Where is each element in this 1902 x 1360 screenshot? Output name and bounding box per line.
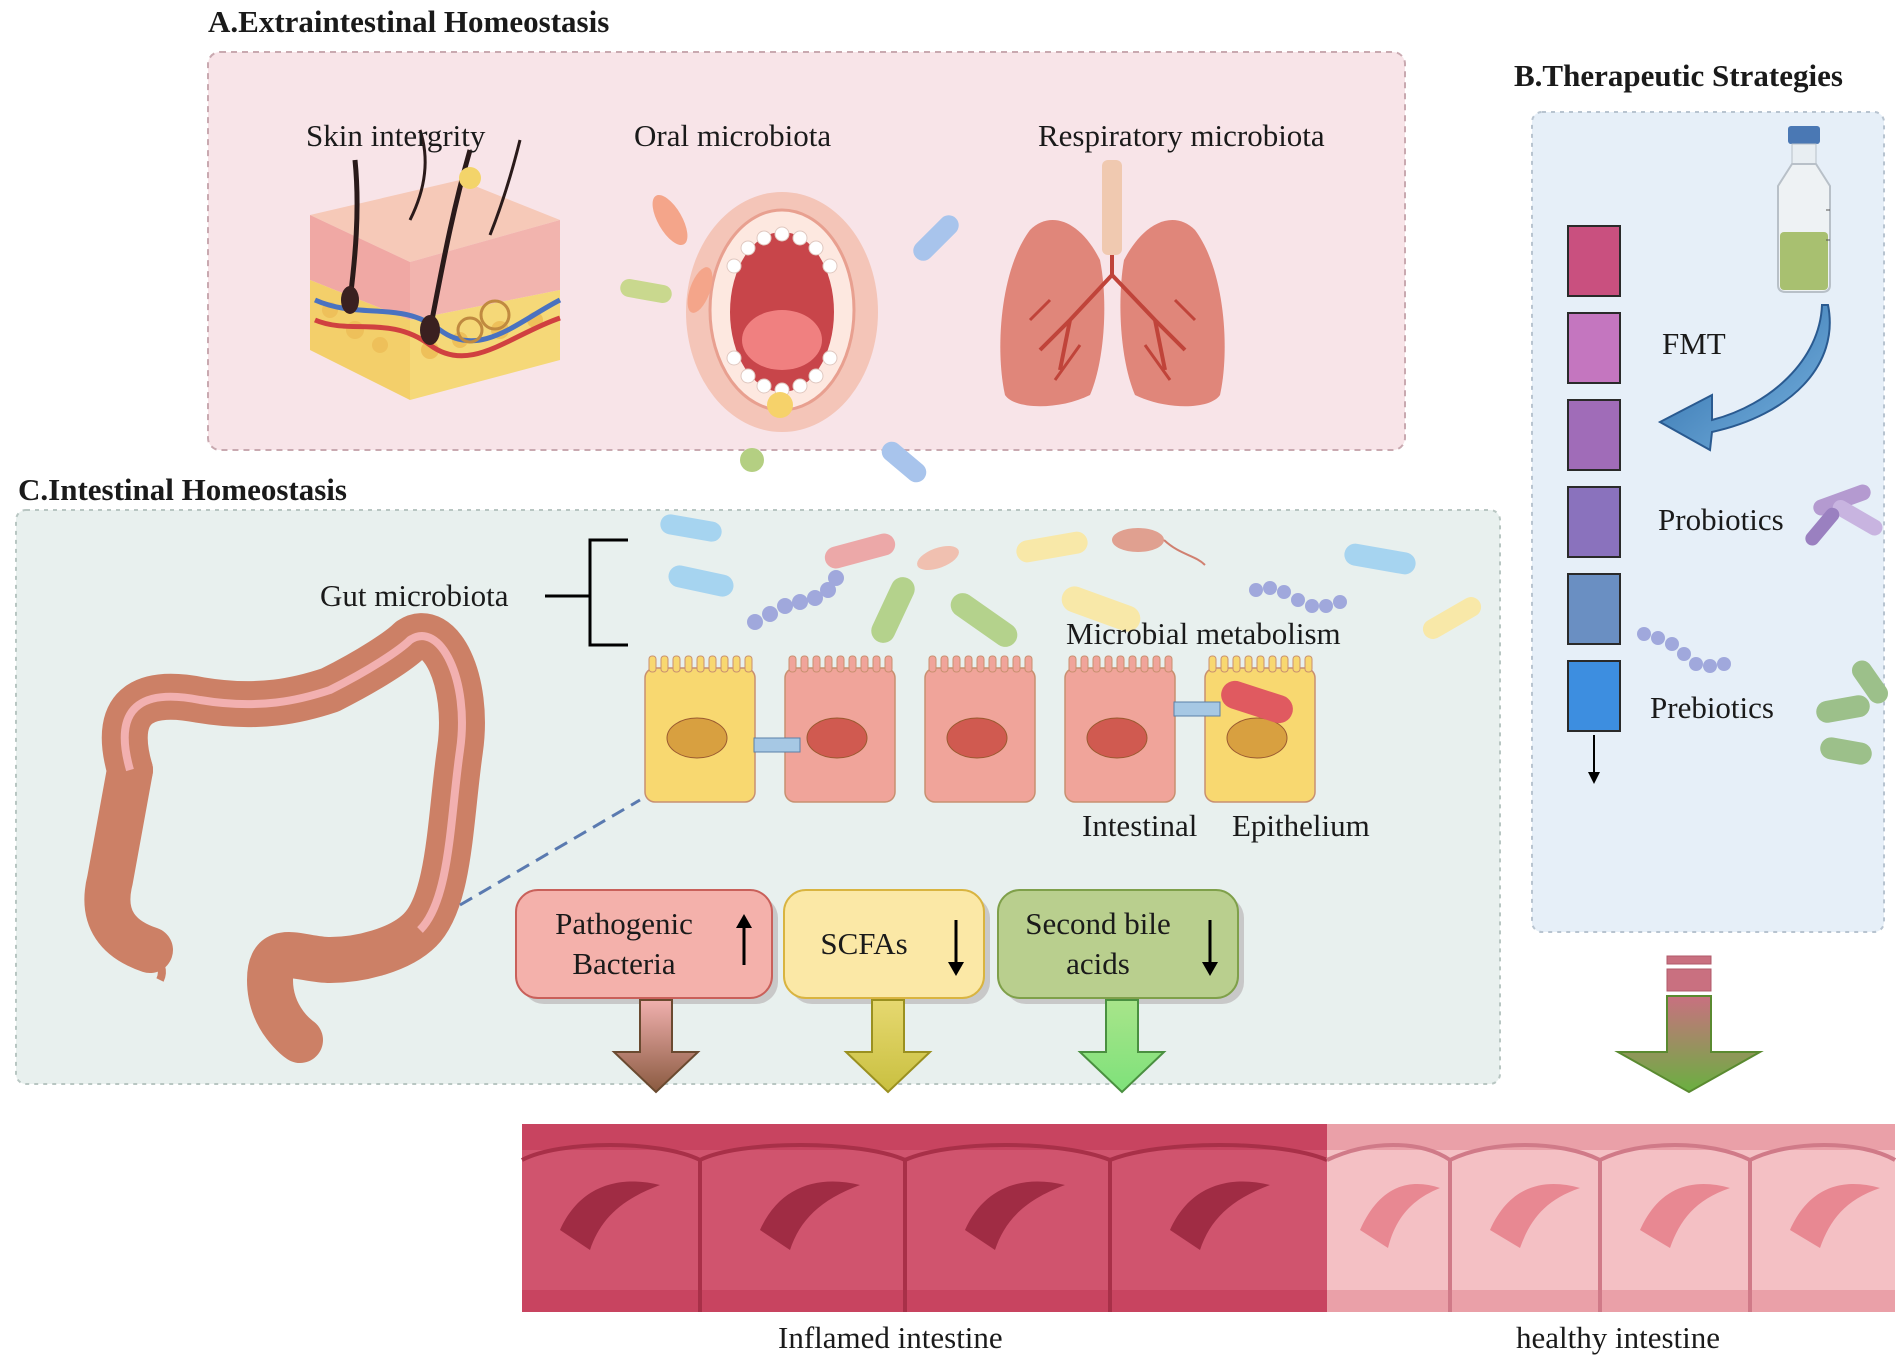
factor-label-line2: Bacteria [572, 946, 676, 981]
epithelial-cell [1064, 655, 1176, 803]
arrow-scfa [843, 999, 933, 1094]
oral-illustration [652, 192, 878, 432]
probiotics-icon [1805, 484, 1883, 546]
factor-label: Second bile acids [998, 904, 1198, 984]
arrow-healthy [1614, 955, 1764, 1094]
fmt-bottle-icon [1777, 126, 1831, 293]
zoom-dashed-line [459, 798, 641, 907]
fmt-arrow-icon [1657, 304, 1831, 452]
gut-microbiota-label: Gut microbiota [320, 578, 509, 613]
scale-step [1567, 225, 1621, 297]
bacterial-chains [747, 570, 1347, 630]
factor-label-line2: acids [1066, 946, 1130, 981]
scale-step [1567, 312, 1621, 384]
factor-label-line1: Second bile [1025, 906, 1171, 941]
scale-step [1567, 660, 1621, 732]
factor-box [783, 889, 985, 999]
trend-arrowhead-icon [736, 914, 752, 928]
skin-illustration [310, 129, 562, 400]
healthy-intestine-label: healthy intestine [1516, 1320, 1721, 1355]
arrow-bile [1077, 999, 1167, 1094]
gut-bacteria [660, 514, 1482, 647]
factor-box [997, 889, 1239, 999]
microbial-metabolism-label: Microbial metabolism [1066, 616, 1341, 651]
healthy-intestine-strip [1326, 1124, 1896, 1312]
trend-arrowhead-icon [1202, 962, 1218, 976]
scale-step [1567, 573, 1621, 645]
adherent-bacterium [1221, 680, 1293, 724]
factor-label-line1: Pathogenic [555, 906, 693, 941]
prebiotic-chain-icon [1637, 627, 1731, 673]
microbiota-bracket [545, 538, 628, 647]
factor-boxes [515, 889, 1244, 1004]
arrow-pathogenic [611, 999, 701, 1094]
panel-a-title: A.Extraintestinal Homeostasis [208, 4, 610, 39]
fmt-label: FMT [1662, 326, 1726, 361]
oral-label: Oral microbiota [634, 118, 832, 153]
epithelial-cell [924, 655, 1036, 803]
epithelial-cell [644, 655, 756, 803]
epithelial-cell [784, 655, 896, 803]
trend-arrowhead-icon [948, 962, 964, 976]
prebiotics-label: Prebiotics [1650, 690, 1774, 725]
lungs-illustration [1000, 160, 1225, 407]
colon-illustration [84, 613, 485, 1063]
inflamed-intestine-strip [521, 1124, 1328, 1312]
scale-step [1567, 399, 1621, 471]
treatment-scale [1567, 225, 1621, 732]
panel-b-title: B.Therapeutic Strategies [1514, 58, 1843, 93]
floating-bacteria-a [620, 215, 959, 483]
probiotics-label: Probiotics [1658, 502, 1784, 537]
panel-c-title: C.Intestinal Homeostasis [18, 472, 347, 507]
inflamed-intestine-label: Inflamed intestine [778, 1320, 1003, 1355]
tight-junction [753, 737, 801, 753]
prebiotic-bacteria-icon [1816, 660, 1889, 765]
epithelium-label-2: Epithelium [1232, 808, 1370, 843]
tight-junction [1173, 701, 1221, 717]
skin-label: Skin intergrity [306, 118, 486, 153]
factor-box [515, 889, 773, 999]
epithelium-label-1: Intestinal [1082, 808, 1198, 843]
scale-step [1567, 486, 1621, 558]
factor-label: SCFAs [820, 926, 908, 961]
respiratory-label: Respiratory microbiota [1038, 118, 1325, 153]
epithelium-cells [644, 655, 1316, 803]
epithelial-cell [1204, 655, 1316, 803]
